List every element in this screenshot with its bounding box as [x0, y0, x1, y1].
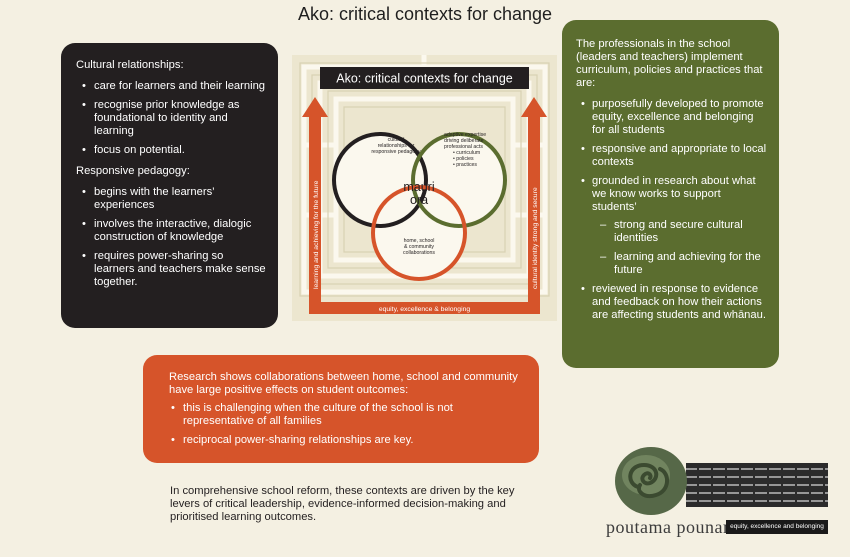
sublist-item: strong and secure cultural identities	[598, 219, 767, 245]
list-item: involves the interactive, dialogic const…	[76, 218, 266, 244]
svg-text:• policies: • policies	[453, 156, 474, 162]
svg-text:ora: ora	[410, 193, 428, 207]
svg-text:• practices: • practices	[453, 162, 477, 168]
list-item: purposefully developed to promote equity…	[576, 98, 767, 137]
cultural-relationships-panel: Cultural relationships: care for learner…	[61, 43, 278, 328]
svg-text:• curriculum: • curriculum	[453, 150, 480, 156]
footnote: In comprehensive school reform, these co…	[170, 485, 515, 523]
cultural-relationships-heading: Cultural relationships:	[76, 59, 184, 71]
diagram-banner	[320, 67, 529, 89]
page-title: Ako: critical contexts for change	[297, 4, 553, 24]
logo-tagline: equity, excellence and belonging	[726, 520, 828, 534]
svg-text:driving deliberate: driving deliberate	[444, 138, 484, 144]
professionals-list: purposefully developed to promote equity…	[576, 98, 767, 322]
orange-circle-label: home, school & community collaborations	[403, 238, 435, 256]
research-intro: Research shows collaborations between ho…	[169, 371, 518, 396]
svg-text:cultural: cultural	[388, 137, 405, 143]
mauri-ora-label: mauri ora	[403, 180, 434, 207]
svg-text:professional acts: professional acts	[444, 144, 483, 150]
left-arrow-label: learning and achieving for the future	[313, 180, 320, 289]
list-item: care for learners and their learning	[76, 80, 266, 93]
diagram-banner-text: Ako: critical contexts for change	[336, 72, 513, 86]
svg-text:responsive pedagogy: responsive pedagogy	[371, 149, 421, 155]
list-item: responsive and appropriate to local cont…	[576, 143, 767, 169]
list-item: grounded in research about what we know …	[576, 175, 767, 277]
logo-name: poutama pounamu	[606, 517, 747, 537]
ako-diagram-svg: Ako: critical contexts for change learni…	[292, 55, 557, 321]
orange-circle-fill	[373, 187, 465, 279]
frame-arrows	[302, 97, 547, 314]
bottom-arrow-bar	[309, 302, 540, 314]
poutama-pounamu-logo: poutama pounamu equity, excellence and b…	[606, 447, 828, 543]
research-panel: Research shows collaborations between ho…	[143, 355, 539, 463]
svg-text:home, school: home, school	[404, 238, 435, 244]
pounamu-stone-icon	[615, 447, 687, 515]
left-arrow-head	[302, 97, 328, 117]
research-list: this is challenging when the culture of …	[169, 402, 525, 447]
right-arrow-head	[521, 97, 547, 117]
responsive-pedagogy-list: begins with the learners’ experiences in…	[76, 186, 266, 289]
logo-graphic	[615, 447, 828, 515]
bottom-arrow-label: equity, excellence & belonging	[379, 306, 471, 313]
list-item: focus on potential.	[76, 144, 266, 157]
svg-text:mauri: mauri	[403, 180, 434, 194]
list-item: requires power-sharing so learners and t…	[76, 250, 266, 289]
cultural-relationships-circle	[332, 132, 428, 228]
list-item: reviewed in response to evidence and fee…	[576, 283, 767, 322]
list-item: begins with the learners’ experiences	[76, 186, 266, 212]
sublist-item: learning and achieving for the future	[598, 251, 767, 277]
professionals-panel: The professionals in the school (leaders…	[562, 20, 779, 368]
responsive-pedagogy-heading: Responsive pedagogy:	[76, 165, 190, 177]
left-arrow-shaft	[309, 115, 321, 308]
list-item: reciprocal power-sharing relationships a…	[169, 434, 525, 447]
right-arrow-label: cultural identity strong and secure	[532, 187, 539, 289]
black-circle-label: cultural relationships for responsive pe…	[371, 137, 421, 155]
green-circle-label: adaptive expertise driving deliberate pr…	[444, 132, 486, 168]
svg-text:collaborations: collaborations	[403, 250, 435, 256]
list-item: recognise prior knowledge as foundationa…	[76, 99, 266, 138]
woven-pattern	[686, 463, 828, 507]
professionals-sublist: strong and secure cultural identities le…	[592, 219, 767, 277]
collaborations-circle	[371, 185, 467, 281]
right-arrow-shaft	[528, 115, 540, 308]
svg-text:& community: & community	[404, 244, 434, 250]
svg-text:adaptive expertise: adaptive expertise	[444, 132, 486, 138]
svg-text:relationships for: relationships for	[378, 143, 415, 149]
list-item-text: grounded in research about what we know …	[592, 175, 756, 213]
cultural-relationships-list: care for learners and their learning rec…	[76, 80, 266, 157]
list-item: this is challenging when the culture of …	[169, 402, 525, 428]
professionals-intro: The professionals in the school (leaders…	[576, 38, 763, 89]
ako-diagram: Ako: critical contexts for change learni…	[292, 55, 557, 321]
adaptive-expertise-circle	[411, 132, 507, 228]
